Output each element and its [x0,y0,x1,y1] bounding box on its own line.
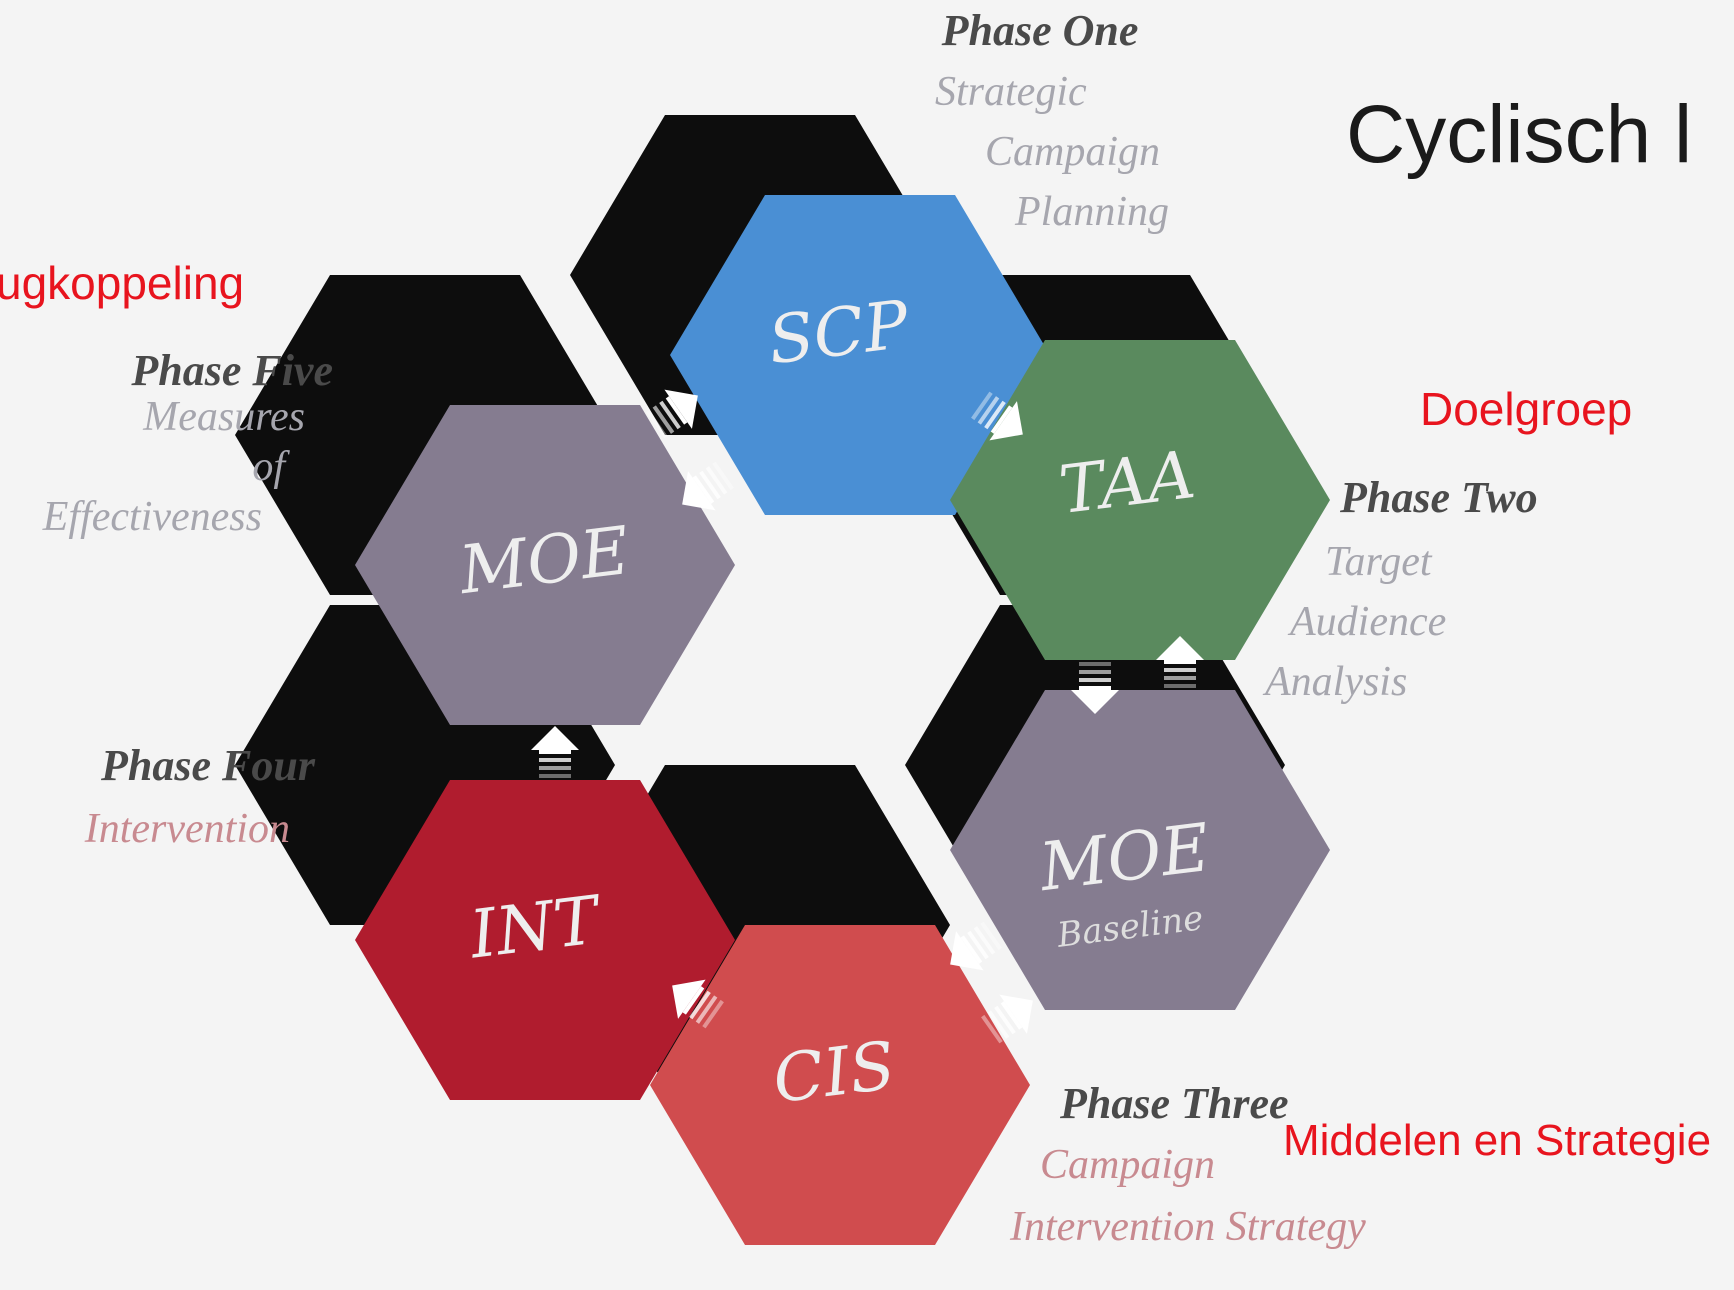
phase-two-label: Phase Two Target Audience Analysis [1262,473,1538,705]
hex-moe-baseline: MOE Baseline [950,690,1330,1010]
hex-moe: MOE [355,405,735,725]
phase-one-line-2: Campaign [985,129,1160,175]
phase-four-line-1: Intervention [84,806,290,852]
phase-four-label: Phase Four Intervention [84,741,316,852]
phase-three-line-2: Intervention Strategy [1009,1204,1366,1250]
phase-one-line-1: Strategic [935,69,1087,115]
annotation-means-strategy: Middelen en Strategie [1283,1116,1712,1165]
phase-two-line-2: Audience [1287,599,1446,645]
hex-taa-label: TAA [1055,436,1199,529]
phase-four-title: Phase Four [100,741,316,790]
phase-one-label: Phase One Strategic Campaign Planning [935,6,1169,235]
phase-one-title: Phase One [941,6,1139,55]
phase-two-line-3: Analysis [1262,659,1407,705]
phase-five-line-2: of [252,444,290,490]
annotation-feedback: ugkoppeling [0,257,245,309]
hex-scp: SCP [670,195,1050,515]
slide-title: Cyclisch l [1346,89,1693,180]
hex-int: INT [355,780,735,1100]
hex-scp-label: SCP [764,286,914,380]
hex-taa: TAA [950,340,1330,660]
phase-three-label: Phase Three Campaign Intervention Strate… [1009,1079,1366,1250]
hex-cis: CIS [650,925,1030,1245]
hex-cis-label: CIS [769,1027,899,1118]
phase-five-line-1: Measures [142,394,305,440]
phase-two-title: Phase Two [1339,473,1538,522]
phase-two-line-1: Target [1325,539,1433,585]
phase-five-title: Phase Five [130,346,333,395]
phase-three-title: Phase Three [1059,1079,1289,1128]
phase-five-line-3: Effectiveness [42,494,262,540]
annotation-target-group: Doelgroep [1420,383,1633,435]
phase-three-line-1: Campaign [1040,1142,1215,1188]
hex-int-label: INT [465,881,607,974]
phase-one-line-3: Planning [1014,189,1169,235]
phase-five-label: Phase Five Measures of Effectiveness [42,346,333,540]
